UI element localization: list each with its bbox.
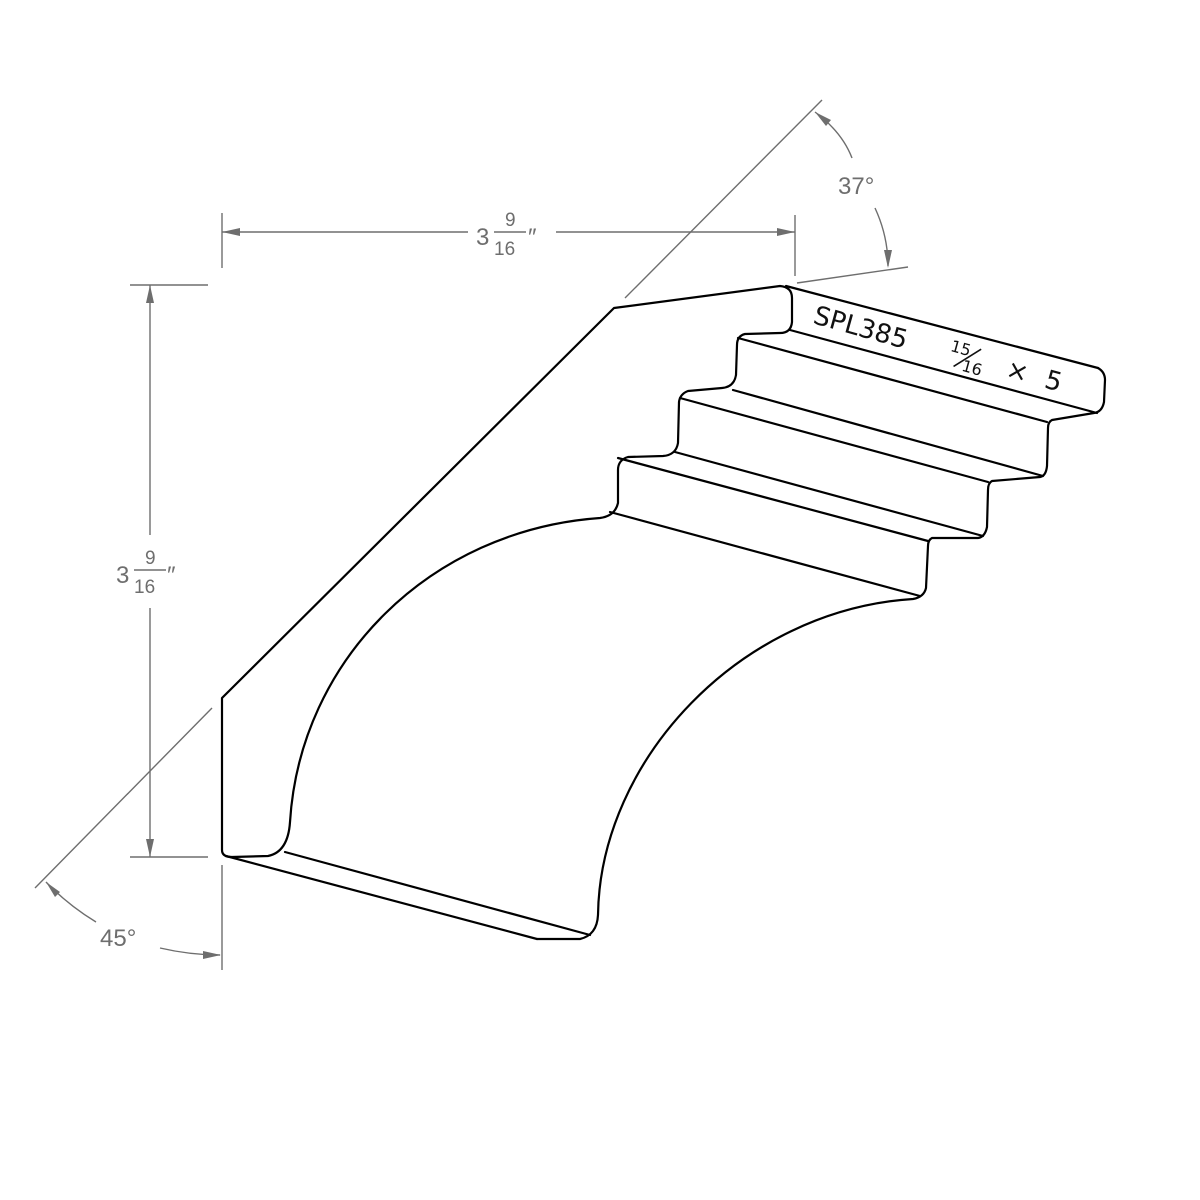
thickness-numerator: 15: [949, 336, 974, 360]
width-numerator: 9: [505, 210, 516, 231]
top-angle-dimension: 37°: [624, 99, 909, 299]
width-denominator: 16: [494, 239, 515, 260]
depth-lines: [224, 284, 1100, 941]
height-numerator: 9: [145, 548, 156, 569]
top-angle-label: 37°: [838, 173, 874, 200]
bottom-angle-dimension: 45°: [34, 707, 223, 970]
height-dimension: 3 9 16 ″: [116, 284, 208, 858]
part-code: SPL385: [810, 301, 911, 356]
width-value: 5: [1041, 365, 1065, 398]
bottom-angle-label: 45°: [100, 925, 136, 952]
times-sign: ×: [1003, 354, 1032, 389]
width-whole: 3: [476, 224, 489, 251]
thickness-denominator: 16: [960, 356, 985, 380]
back-profile: [535, 366, 1107, 941]
width-dimension: 3 9 16 ″: [221, 210, 796, 276]
profile-outline: [220, 284, 794, 859]
width-unit: ″: [528, 224, 537, 251]
height-denominator: 16: [134, 577, 155, 598]
height-whole: 3: [116, 562, 129, 589]
height-unit: ″: [167, 562, 176, 589]
